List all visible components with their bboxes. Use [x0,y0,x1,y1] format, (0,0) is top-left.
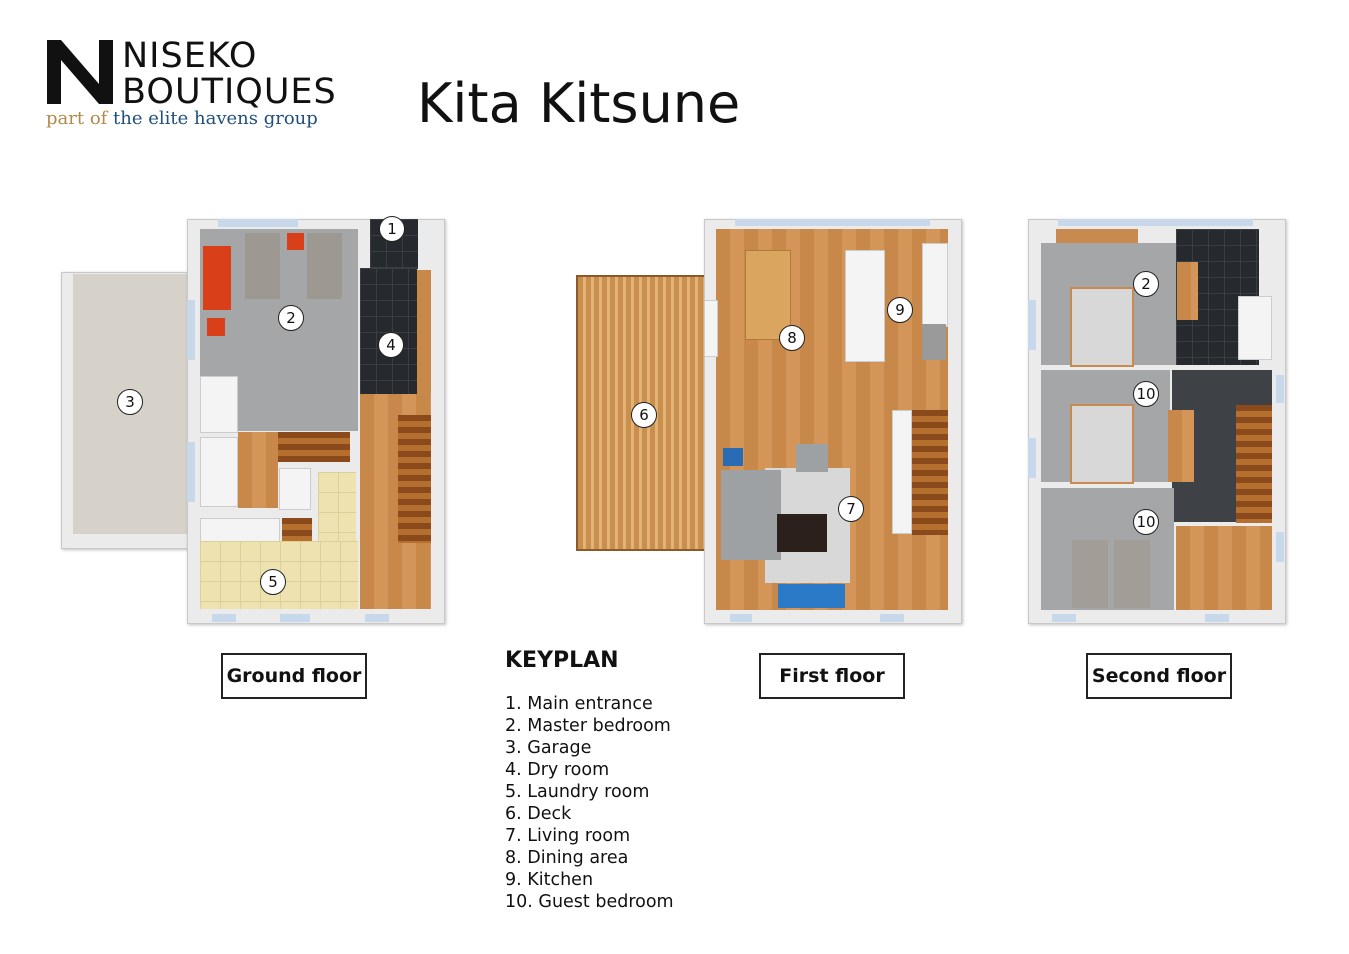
logo-tagline: part of the elite havens group [46,108,318,129]
marker-guest-bedroom: 10 [1133,381,1159,407]
dry-room-area [360,268,417,394]
keyplan-item: 5. Laundry room [505,782,650,802]
ground-floor-label: Ground floor [221,653,367,699]
tagline-part1: part of [46,108,108,129]
keyplan: KEYPLAN 1. Main entrance 2. Master bedro… [505,648,674,913]
bed [1070,404,1134,484]
armchair [778,584,845,608]
bed [1070,287,1134,367]
keyplan-item: 1. Main entrance [505,694,653,714]
marker-guest-bedroom: 10 [1133,509,1159,535]
keyplan-item: 6. Deck [505,804,572,824]
keyplan-item: 10. Guest bedroom [505,892,674,912]
marker-deck: 6 [631,402,657,428]
marker-garage: 3 [117,389,143,415]
stairs [398,415,431,543]
marker-master-bedroom: 2 [1133,271,1159,297]
page-title: Kita Kitsune [417,72,741,135]
marker-living-room: 7 [838,496,864,522]
keyplan-item: 4. Dry room [505,760,610,780]
keyplan-heading: KEYPLAN [505,648,619,673]
bathtub [200,437,238,507]
bed [245,233,280,299]
marker-kitchen: 9 [887,297,913,323]
bathroom [1176,526,1272,610]
bed [1072,540,1108,608]
logo-line2: BOUTIQUES [122,72,337,112]
first-floor-label: First floor [759,653,905,699]
bed [307,233,342,299]
marker-dry-room: 4 [378,332,404,358]
logo-line1: NISEKO [122,36,258,76]
sofa [721,470,781,560]
kitchen-island [845,250,885,362]
keyplan-item: 3. Garage [505,738,592,758]
marker-master-bedroom: 2 [278,305,304,331]
logo-n-icon [47,40,113,104]
keyplan-item: 2. Master bedroom [505,716,671,736]
sofa [203,246,231,310]
bed [1114,540,1150,608]
second-floor-label: Second floor [1086,653,1232,699]
marker-main-entrance: 1 [379,216,405,242]
marker-laundry-room: 5 [260,569,286,595]
dining-table [745,250,791,340]
keyplan-item: 7. Living room [505,826,631,846]
marker-dining-area: 8 [779,325,805,351]
keyplan-item: 8. Dining area [505,848,629,868]
keyplan-item: 9. Kitchen [505,870,594,890]
coffee-table [777,514,827,552]
tagline-part2: the elite havens group [113,108,318,129]
